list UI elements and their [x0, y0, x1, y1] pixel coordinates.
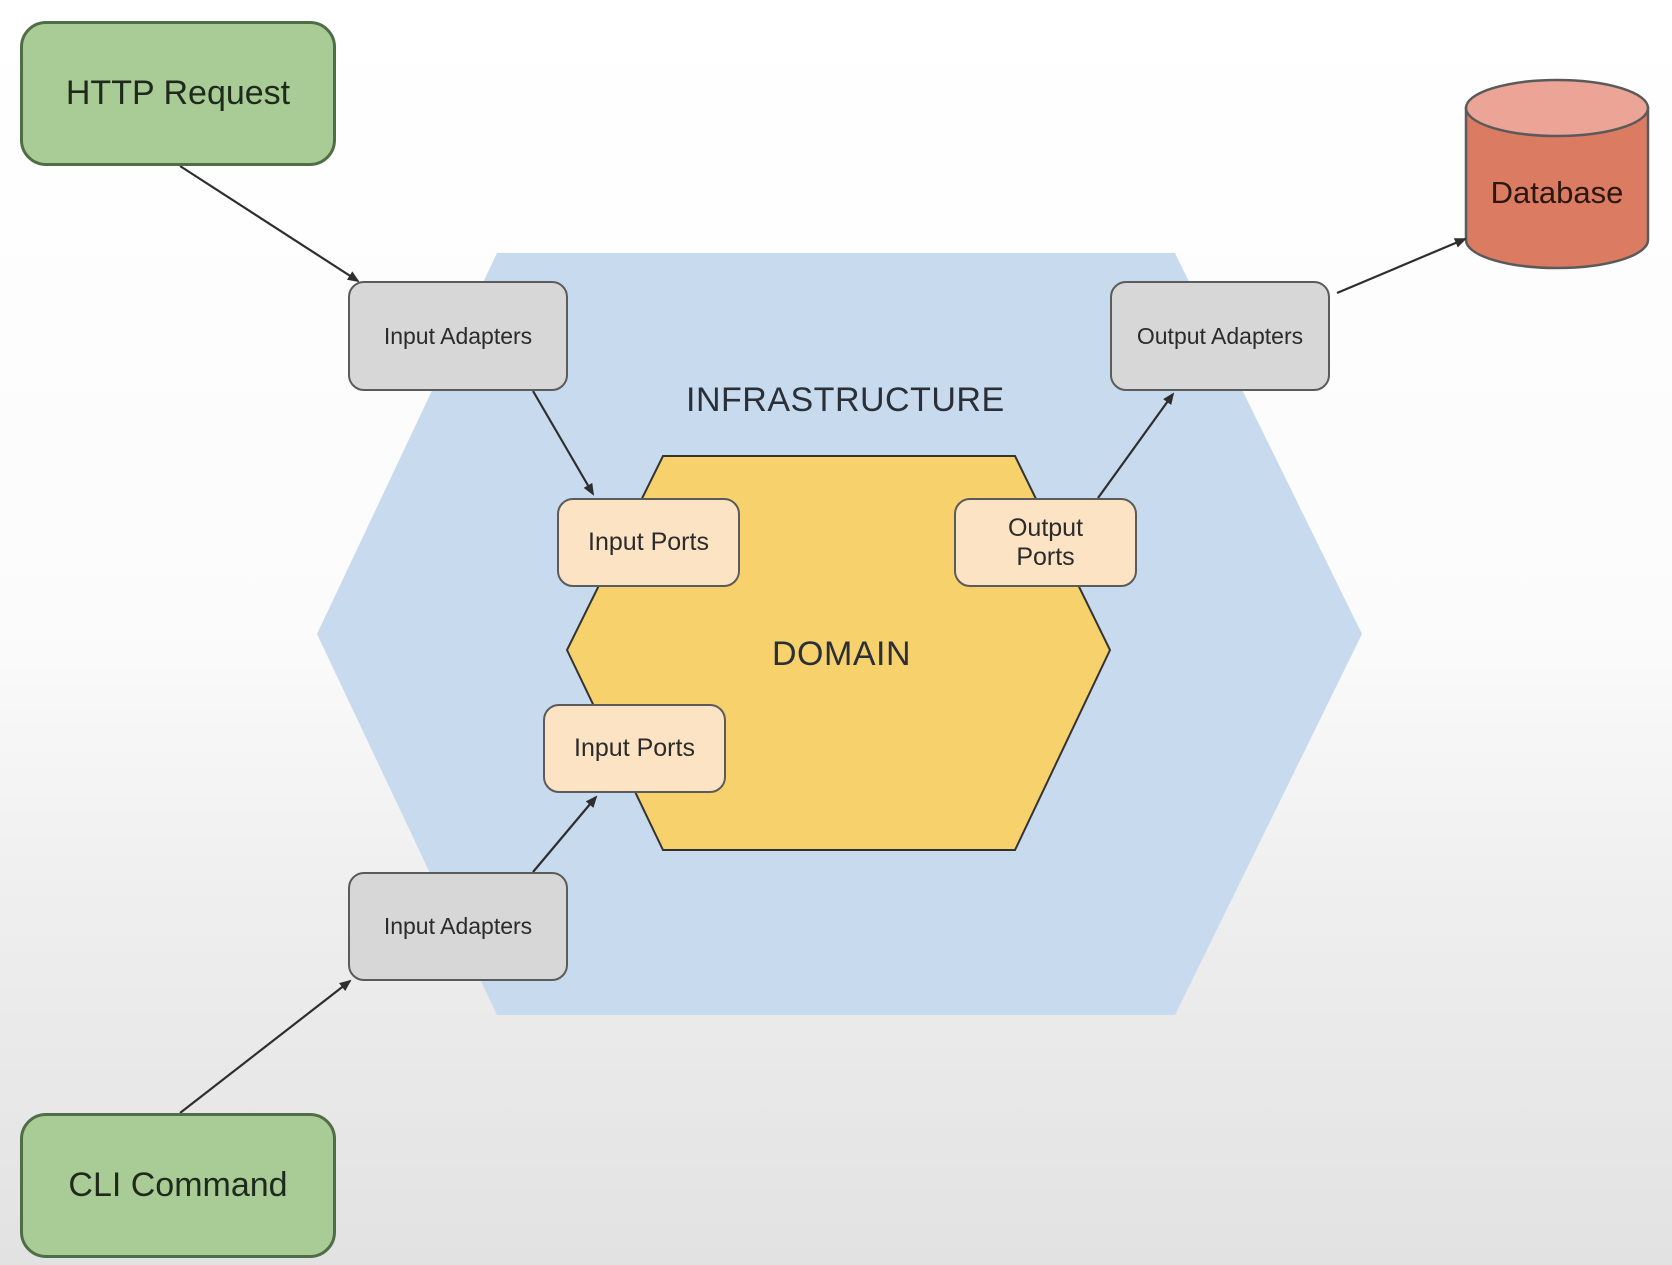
edge-output-ports-to-output-adapters — [1097, 392, 1175, 499]
edge-output-adapters-to-database — [1336, 237, 1467, 295]
edge-http-request-to-input-adapters — [179, 165, 360, 283]
infrastructure-label: INFRASTRUCTURE — [686, 381, 1005, 419]
input-adapters-top: Input Adapters — [348, 281, 568, 391]
edge-cli-command-to-input-adapters — [179, 979, 352, 1114]
database-label: Database — [1490, 175, 1624, 210]
database-cylinder — [1464, 78, 1650, 270]
cli-command-node: CLI Command — [20, 1113, 336, 1258]
input-adapters-bottom: Input Adapters — [348, 872, 568, 981]
input-ports-top: Input Ports — [557, 498, 740, 587]
output-ports: Output Ports — [954, 498, 1137, 587]
edge-input-adapters-to-input-ports-bottom — [532, 795, 598, 873]
input-ports-bottom: Input Ports — [543, 704, 726, 793]
edge-input-adapters-to-input-ports — [532, 390, 595, 496]
output-adapters: Output Adapters — [1110, 281, 1330, 391]
domain-label: DOMAIN — [772, 635, 911, 673]
http-request-node: HTTP Request — [20, 21, 336, 166]
